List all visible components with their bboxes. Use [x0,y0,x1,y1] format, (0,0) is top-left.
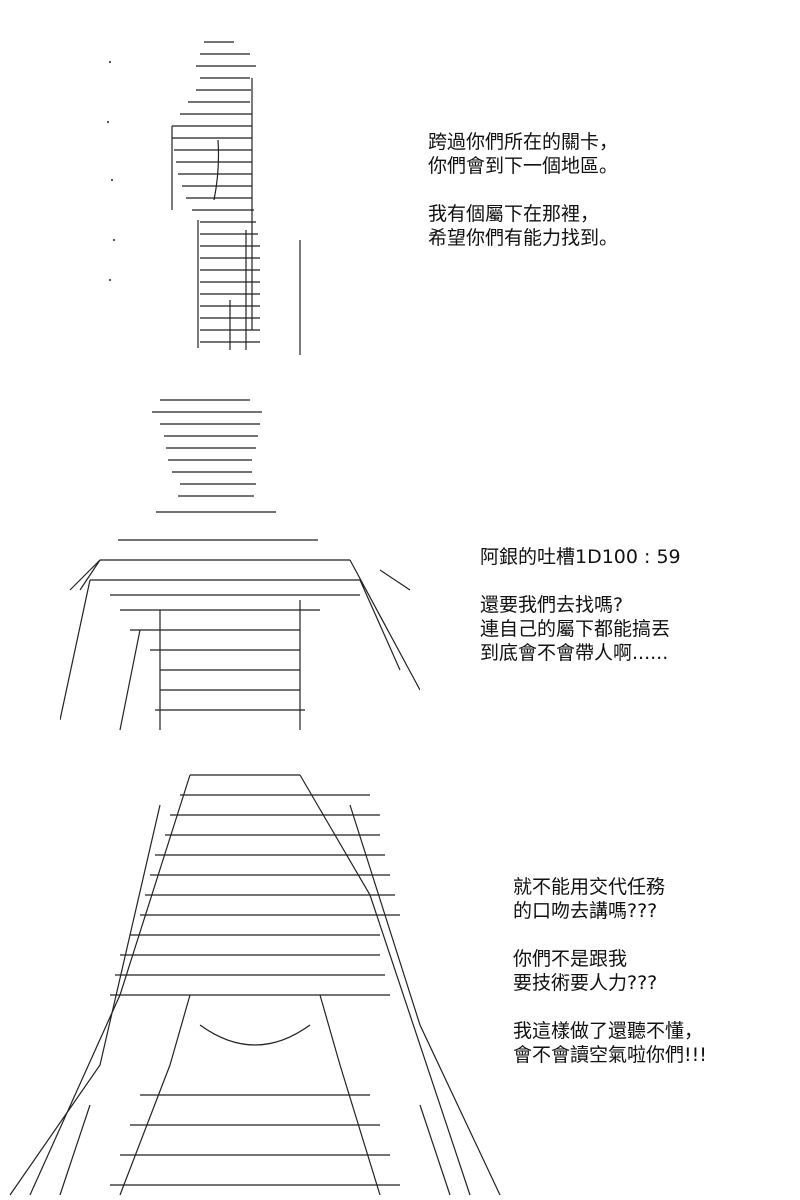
dialogue-line [513,995,707,1019]
dialogue-line: 我有個屬下在那裡， [428,203,600,225]
dialogue-line: 要技術要人力??? [513,972,658,994]
dialogue-line: 還要我們去找嗎? [480,594,624,616]
ascii-art-long-haired-figure [9,774,501,1196]
dialogue-line: 阿銀的吐槽1D100 : 59 [480,546,681,568]
dialogue-line: 的口吻去講嗎??? [513,900,658,922]
dialogue-line [513,923,707,947]
ascii-art-gintoki-figure [60,399,420,731]
ascii-art-standing-figure [107,41,301,355]
dialogue-line: 你們會到下一個地區。 [428,155,619,177]
panel-2: 阿銀的吐槽1D100 : 59 還要我們去找嗎? 連自己的屬下都能搞丟 到底會不… [0,380,800,750]
dialogue-line: 到底會不會帶人啊...... [480,642,669,664]
dialogue-line: 你們不是跟我 [513,948,628,970]
dialogue-line [480,569,681,593]
dialogue-line: 我這樣做了還聽不懂， [513,1020,704,1042]
dialogue-line: 跨過你們所在的關卡， [428,131,619,153]
dialogue-text: 阿銀的吐槽1D100 : 59 還要我們去找嗎? 連自己的屬下都能搞丟 到底會不… [480,545,681,665]
dialogue-line: 就不能用交代任務 [513,876,666,898]
dialogue-line [428,178,618,202]
panel-3: 就不能用交代任務 的口吻去講嗎??? 你們不是跟我 要技術要人力??? 我這樣做… [0,755,800,1200]
dialogue-line: 希望你們有能力找到。 [428,227,619,249]
dialogue-text: 跨過你們所在的關卡， 你們會到下一個地區。 我有個屬下在那裡， 希望你們有能力找… [428,130,618,250]
panel-1: 跨過你們所在的關卡， 你們會到下一個地區。 我有個屬下在那裡， 希望你們有能力找… [0,0,800,370]
dialogue-line: 會不會讀空氣啦你們!!! [513,1044,707,1066]
dialogue-text: 就不能用交代任務 的口吻去講嗎??? 你們不是跟我 要技術要人力??? 我這樣做… [513,875,707,1067]
dialogue-line: 連自己的屬下都能搞丟 [480,618,671,640]
